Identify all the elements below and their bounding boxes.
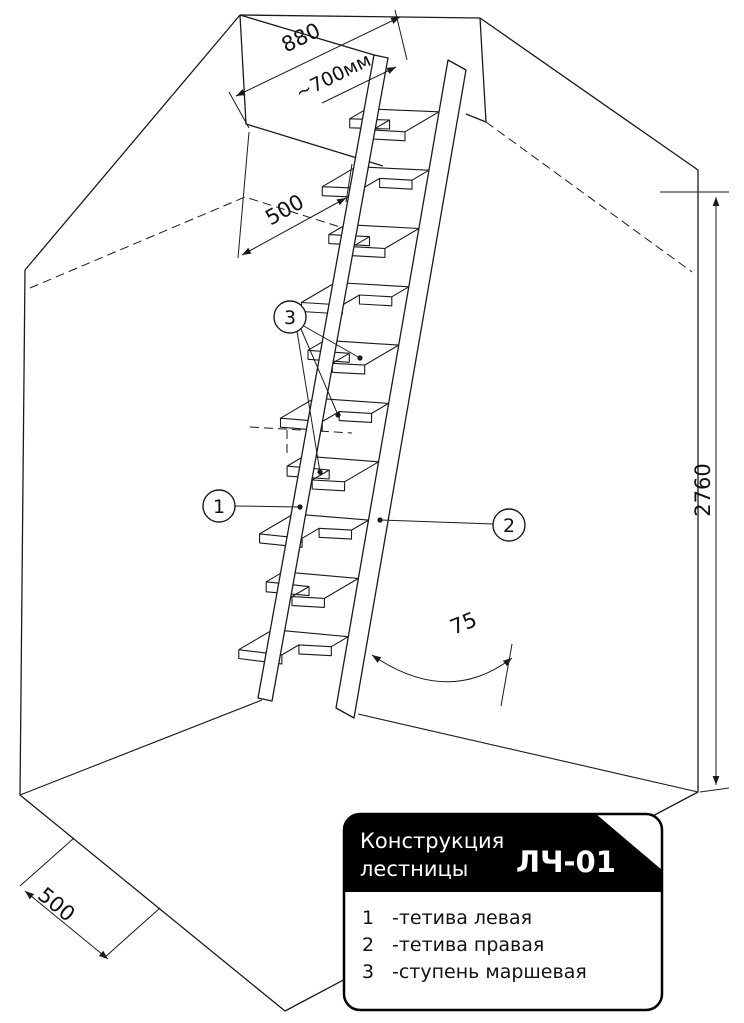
callout-circle: [273, 300, 307, 334]
leader-dot: [377, 517, 383, 523]
leader-line: [321, 66, 397, 104]
legend-item-3-label: -ступень маршевая: [392, 961, 587, 983]
leader-dot: [317, 469, 323, 475]
extension-lines: [237, 131, 353, 259]
dimension-2760: [660, 191, 730, 793]
title-line1: Конструкция: [360, 829, 504, 853]
dimension-700mm-label: ~700мм: [292, 49, 374, 104]
tread: [238, 629, 349, 665]
dimension-2760-label: 2760: [691, 463, 715, 516]
dimension-75-label: 75: [446, 607, 480, 639]
legend-item-1-label: -тетива левая: [392, 907, 532, 929]
legend-item-2-label: -тетива правая: [392, 934, 544, 956]
dimension-500-top-label: 500: [261, 190, 308, 230]
callout-2: 2: [377, 508, 526, 542]
legend-item-1-num: 1: [362, 907, 374, 929]
extension-lines: [19, 837, 161, 959]
callout-2-label: 2: [503, 515, 515, 537]
callout-3-label: 3: [284, 307, 296, 329]
tread: [259, 513, 370, 548]
callout-3: 3: [273, 300, 363, 475]
tread: [279, 397, 390, 432]
dimension-line: [241, 197, 347, 256]
title-block-header: [344, 814, 662, 892]
dimension-500-bottom: [19, 837, 161, 960]
model-code: ЛЧ-01: [516, 845, 616, 879]
leader-dot: [335, 412, 341, 418]
tread: [300, 281, 410, 315]
leader-dot: [297, 504, 303, 510]
callout-circle: [202, 489, 236, 523]
dimension-700mm: [321, 66, 397, 104]
title-block: Конструкция лестницы ЛЧ-01 1 -тетива лев…: [342, 812, 664, 1012]
dimension-line: [235, 16, 401, 97]
leader-lines: [296, 324, 361, 473]
leader-line: [234, 505, 301, 508]
dimension-angle-75: [371, 643, 513, 707]
dimension-880-label: 880: [278, 18, 325, 57]
legend-item-2-num: 2: [362, 934, 374, 956]
callout-1-label: 1: [213, 496, 225, 518]
angle-arc: [371, 654, 513, 683]
legend: 1 -тетива левая 2 -тетива правая 3 -ступ…: [362, 907, 587, 983]
leader-line: [379, 519, 494, 525]
right-stringer: [335, 59, 467, 719]
tread: [321, 166, 430, 198]
legend-item-3-num: 3: [362, 961, 374, 983]
extension-lines: [660, 191, 730, 793]
dimension-500-top: [237, 131, 353, 259]
dimension-line: [24, 890, 109, 960]
leader-dot: [357, 355, 363, 361]
callout-circle: [492, 508, 526, 542]
ladder-stringers: [257, 54, 467, 719]
dimension-500-bottom-label: 500: [33, 883, 79, 927]
floor-junctions: [19, 699, 699, 796]
title-line2: лестницы: [360, 857, 468, 881]
callout-1: 1: [202, 489, 303, 523]
dimension-880: [228, 9, 408, 129]
extension-line: [500, 643, 513, 707]
